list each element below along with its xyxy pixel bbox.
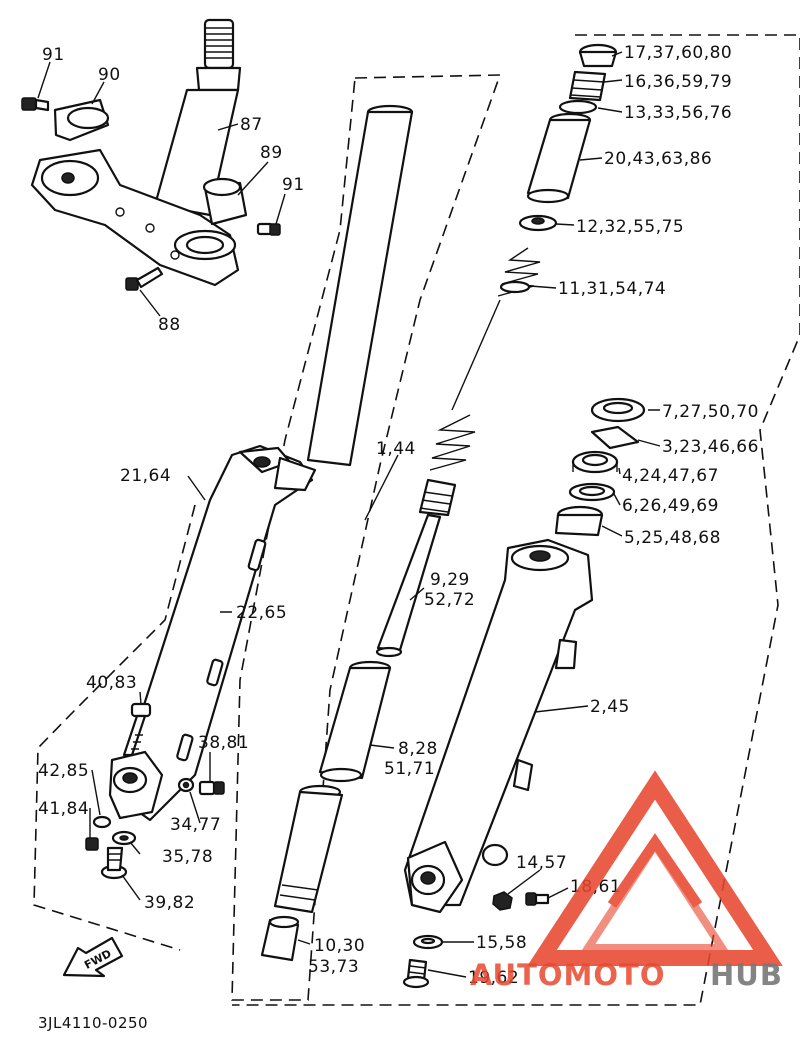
outline-inner-fork [231,74,502,1001]
label-part-19: 19,62 [468,968,519,988]
washer-6 [568,482,616,502]
oil-seal-4 [571,450,619,474]
axle-holder-right [406,840,464,914]
label-part-10-a: 10,30 [314,936,365,956]
label-part-22: 22,65 [236,603,287,623]
outline-left-fork [33,504,196,951]
label-part-39: 39,82 [144,893,195,913]
damper-rod [375,478,457,658]
label-part-35: 35,78 [162,847,213,867]
label-part-40: 40,83 [86,673,137,693]
label-part-14: 14,57 [516,853,567,873]
right-outer-tube [403,538,594,907]
label-part-16: 16,36,59,79 [624,72,732,92]
label-part-2: 2,45 [590,697,630,717]
label-part-15: 15,58 [476,933,527,953]
spring-seat-11 [499,280,531,294]
nut-34 [177,777,195,793]
spacer-20 [526,112,592,204]
label-part-13: 13,33,56,76 [624,103,732,123]
fwd-arrow-icon: FWD [62,936,124,978]
washer-12 [518,214,558,232]
label-part-87: 87 [240,115,263,135]
label-part-21: 21,64 [120,466,171,486]
watermark-text-accent: AUTOMOTO [470,958,665,992]
steering-stem [153,18,242,217]
collar-89 [202,177,248,226]
inner-tube [306,104,414,467]
label-part-4: 4,24,47,67 [622,466,719,486]
washer-15 [412,934,444,950]
label-part-89: 89 [260,143,283,163]
bolt-91-lower [256,222,281,236]
label-part-8-b: 51,71 [384,759,435,779]
bolt-38 [198,780,225,796]
label-part-41: 41,84 [38,799,89,819]
dust-seal-7 [590,397,646,423]
label-part-8-a: 8,28 [398,739,438,759]
label-part-7: 7,27,50,70 [662,402,759,422]
label-part-38: 38,81 [198,733,249,753]
drawing-code: 3JL4110-0250 [38,1014,148,1032]
label-part-10-b: 53,73 [308,957,359,977]
tube-bottom [273,784,344,914]
leader-lines [37,51,661,978]
oil-lock-piece-10 [260,915,300,962]
outline-right-fork [232,34,800,1006]
fork-spring [429,247,541,471]
label-part-6: 6,26,49,69 [622,496,719,516]
under-bracket [30,148,240,287]
label-part-5: 5,25,48,68 [624,528,721,548]
label-part-9-b: 52,72 [424,590,475,610]
clip-3 [590,425,640,450]
label-part-11: 11,31,54,74 [558,279,666,299]
cable-holder-90 [53,98,110,142]
bolt-91-upper [21,97,50,112]
label-part-34: 34,77 [170,815,221,835]
label-part-91-upper: 91 [42,45,65,65]
automotohub-logo [527,770,783,966]
label-part-12: 12,32,55,75 [576,217,684,237]
cap-bolt-16 [568,70,607,102]
nut-41 [85,837,99,851]
bolt-39 [100,846,128,880]
label-part-1: 1,44 [376,439,416,459]
damper-cylinder-8 [318,660,392,783]
watermark-text-dark: HUB [710,958,783,992]
bolt-88 [125,266,164,291]
bolt-18 [525,892,550,906]
label-part-42: 42,85 [38,761,89,781]
label-part-9-a: 9,29 [430,570,470,590]
left-outer-tube [113,444,317,822]
drain-bolt-19 [402,958,430,989]
label-part-3: 3,23,46,66 [662,437,759,457]
nut-14 [492,891,513,911]
o-ring-13 [558,99,598,115]
label-part-91-lower: 91 [282,175,305,195]
label-part-88: 88 [158,315,181,335]
label-part-90: 90 [98,65,121,85]
slide-metal-5 [554,505,604,537]
label-part-20: 20,43,63,86 [604,149,712,169]
washer-35 [111,830,137,846]
label-part-17: 17,37,60,80 [624,43,732,63]
cap-17 [578,43,618,68]
washer-42 [92,815,112,829]
axle-holder-left [108,750,164,820]
